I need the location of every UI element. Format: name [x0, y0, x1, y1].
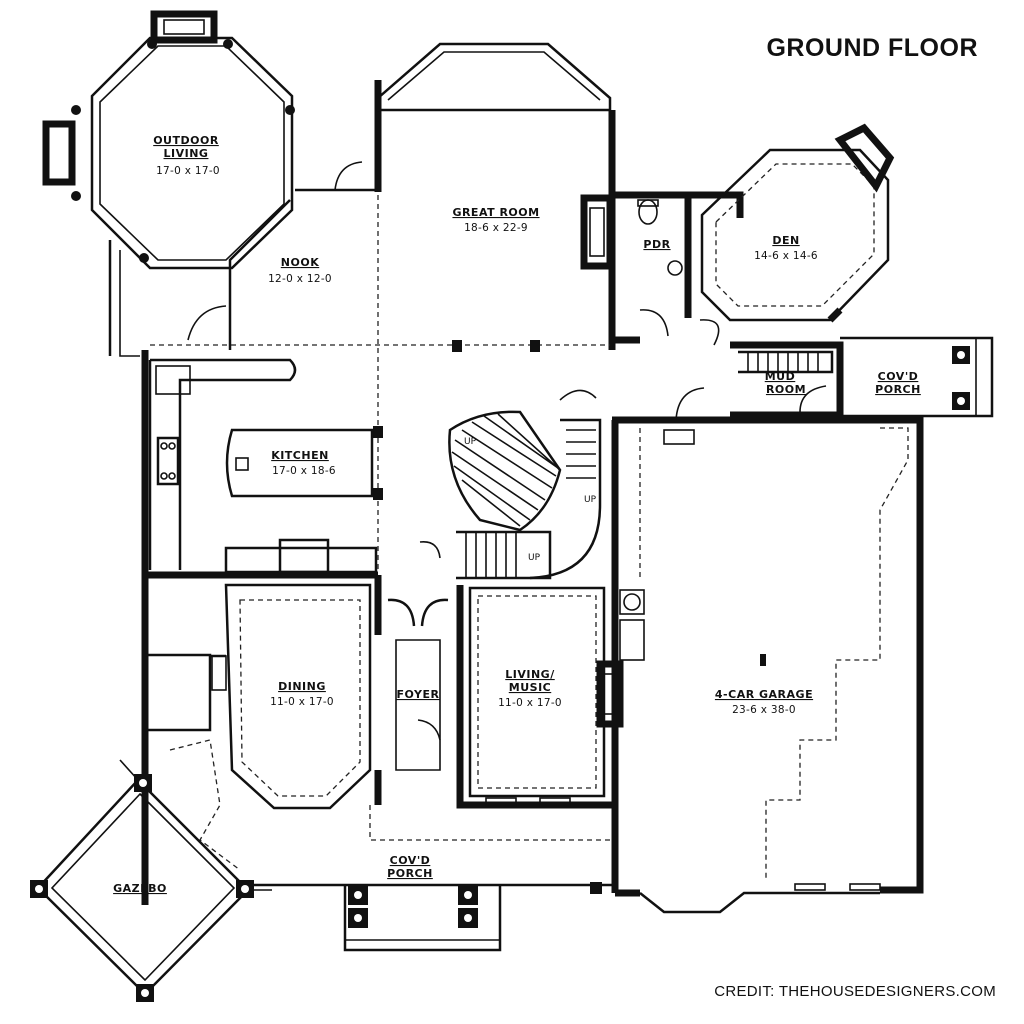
- great-room-label: GREAT ROOM: [452, 206, 539, 219]
- south-porch-label-2: PORCH: [387, 867, 433, 880]
- nook-label: NOOK: [281, 256, 319, 269]
- stair-up-label-3: UP: [528, 553, 541, 563]
- pdr-label: PDR: [643, 238, 670, 251]
- living-music-label-2: MUSIC: [509, 681, 551, 694]
- nook-size: 12-0 x 12-0: [268, 273, 332, 285]
- outdoor-living-area: [42, 10, 295, 357]
- mud-room-label: MUD: [765, 370, 796, 383]
- east-porch-label: COV'D: [878, 370, 919, 383]
- dining-label: DINING: [278, 680, 326, 693]
- porch-and-gazebo: [30, 739, 612, 1002]
- garage-size: 23-6 x 38-0: [732, 704, 796, 716]
- credit-text: CREDIT: THEHOUSEDESIGNERS.COM: [714, 983, 996, 1000]
- den-size: 14-6 x 14-6: [754, 250, 818, 262]
- living-music-label: LIVING/: [505, 668, 555, 681]
- outdoor-living-label-2: LIVING: [164, 147, 209, 160]
- east-porch-label-2: PORCH: [875, 383, 921, 396]
- staircase: [419, 389, 602, 580]
- kitchen-size: 17-0 x 18-6: [272, 465, 336, 477]
- plan-title: GROUND FLOOR: [766, 34, 978, 62]
- mud-room-label-2: ROOM: [766, 383, 806, 396]
- den-label: DEN: [772, 234, 799, 247]
- outdoor-living-label: OUTDOOR: [153, 134, 219, 147]
- great-room-size: 18-6 x 22-9: [464, 222, 528, 234]
- main-walls: [141, 42, 616, 905]
- living-music-size: 11-0 x 17-0: [498, 697, 562, 709]
- dining-size: 11-0 x 17-0: [270, 696, 334, 708]
- foyer-label: FOYER: [397, 688, 440, 701]
- outdoor-living-size: 17-0 x 17-0: [156, 165, 220, 177]
- stair-up-label-2: UP: [584, 495, 597, 505]
- kitchen-label: KITCHEN: [271, 449, 329, 462]
- garage-walls: [611, 416, 924, 914]
- stair-up-label-1: UP: [464, 437, 477, 447]
- gazebo-label: GAZEBO: [113, 882, 167, 895]
- front-rooms-walls: [145, 571, 624, 810]
- garage-label: 4-CAR GARAGE: [715, 688, 813, 701]
- south-porch-label: COV'D: [390, 854, 431, 867]
- pdr-den-mudroom-walls: [612, 123, 994, 421]
